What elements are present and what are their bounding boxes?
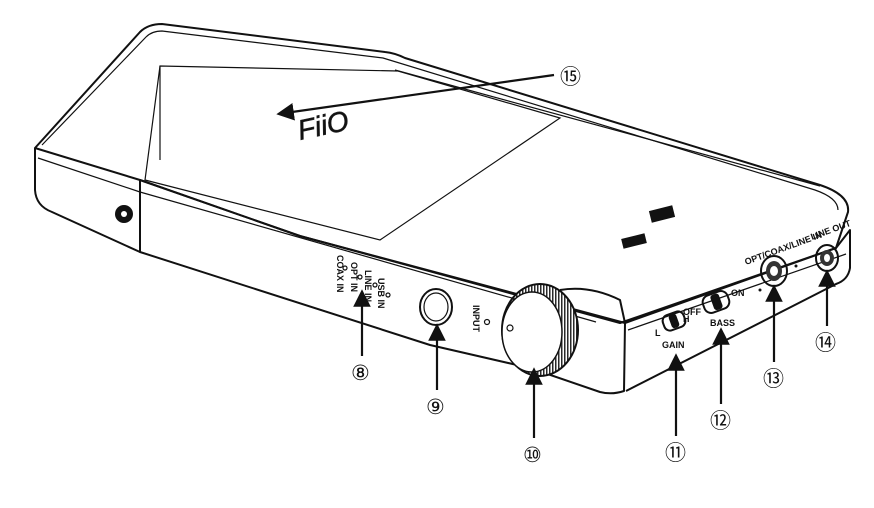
callout-11: ⑪ <box>665 442 686 465</box>
bass-off-label: OFF <box>683 307 701 317</box>
bass-switch[interactable] <box>701 289 732 315</box>
bass-on-label: ON <box>731 288 745 298</box>
line-out-jack[interactable] <box>815 244 839 272</box>
usb-in-label: USB IN <box>376 278 386 309</box>
input-labels: USB IN LINE IN OPT IN COAX IN <box>335 255 386 309</box>
callout-8: ⑧ <box>351 362 370 385</box>
callout-14: ⑭ <box>815 332 836 355</box>
jack-dot-icon <box>794 264 798 268</box>
opt-in-label: OPT IN <box>349 262 359 292</box>
callout-9: ⑨ <box>426 396 445 419</box>
input-label: INPUT <box>471 305 481 333</box>
gain-l-label: L <box>655 328 661 338</box>
callout-13: ⑬ <box>763 368 784 391</box>
input-button[interactable] <box>419 288 453 326</box>
volume-knob[interactable] <box>501 283 579 377</box>
compliance-marks <box>621 205 676 249</box>
line-out-label: LINE OUT <box>809 218 852 242</box>
gain-h-label: H <box>683 314 690 324</box>
jack-dot-icon <box>758 288 762 292</box>
gain-switch[interactable] <box>661 310 687 333</box>
bass-label: BASS <box>710 318 735 328</box>
callout-arrows <box>276 73 836 438</box>
line-in-label: LINE IN <box>363 270 373 302</box>
callout-15: ⑮ <box>560 66 581 89</box>
coax-in-label: COAX IN <box>335 255 345 293</box>
input-indicator-leds <box>342 265 391 298</box>
callout-12: ⑫ <box>710 410 731 433</box>
callout-10: ⑩ <box>523 444 542 467</box>
callout-numbers: ⑮ ⑧ ⑨ ⑩ ⑪ ⑫ ⑬ ⑭ <box>351 66 836 467</box>
knob-housing <box>559 287 626 324</box>
side-jack-icon <box>115 205 133 223</box>
gain-label: GAIN <box>662 340 685 350</box>
power-led-icon <box>483 318 491 326</box>
opt-coax-line-in-jack[interactable] <box>760 255 788 287</box>
device-body <box>34 23 851 395</box>
